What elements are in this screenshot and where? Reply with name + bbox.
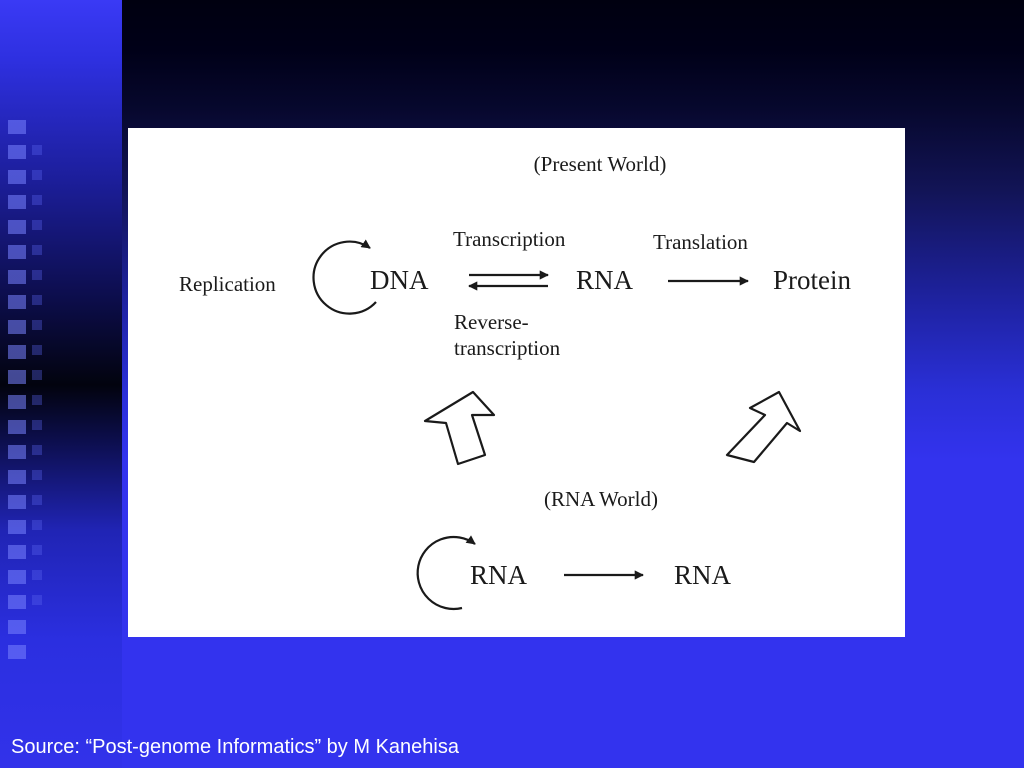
transcription-label: Transcription [453,227,566,251]
evolution-arrow-right [725,390,802,464]
rna-label: RNA [576,265,634,295]
central-dogma-diagram: (Present World) Replication DNA Transcri… [179,152,851,611]
source-caption: Source: “Post-genome Informatics” by M K… [11,736,459,758]
central-dogma-figure: (Present World) Replication DNA Transcri… [128,128,905,637]
rna-world-label: (RNA World) [544,487,658,511]
replication-label: Replication [179,272,276,296]
dna-label: DNA [370,265,429,295]
rna-world-replication-loop-arrow [416,535,476,611]
reverse-transcription-label-line2: transcription [454,336,561,360]
replication-loop-arrow [312,239,377,315]
rna-world-target-label: RNA [674,560,732,590]
evolution-arrow-left [423,390,496,466]
decorative-square-strip [8,120,26,660]
protein-label: Protein [773,265,851,295]
translation-label: Translation [653,230,748,254]
reverse-transcription-label-line1: Reverse- [454,310,529,334]
rna-world-source-label: RNA [470,560,528,590]
decorative-square-strip-secondary [32,145,42,615]
present-world-label: (Present World) [534,152,667,176]
